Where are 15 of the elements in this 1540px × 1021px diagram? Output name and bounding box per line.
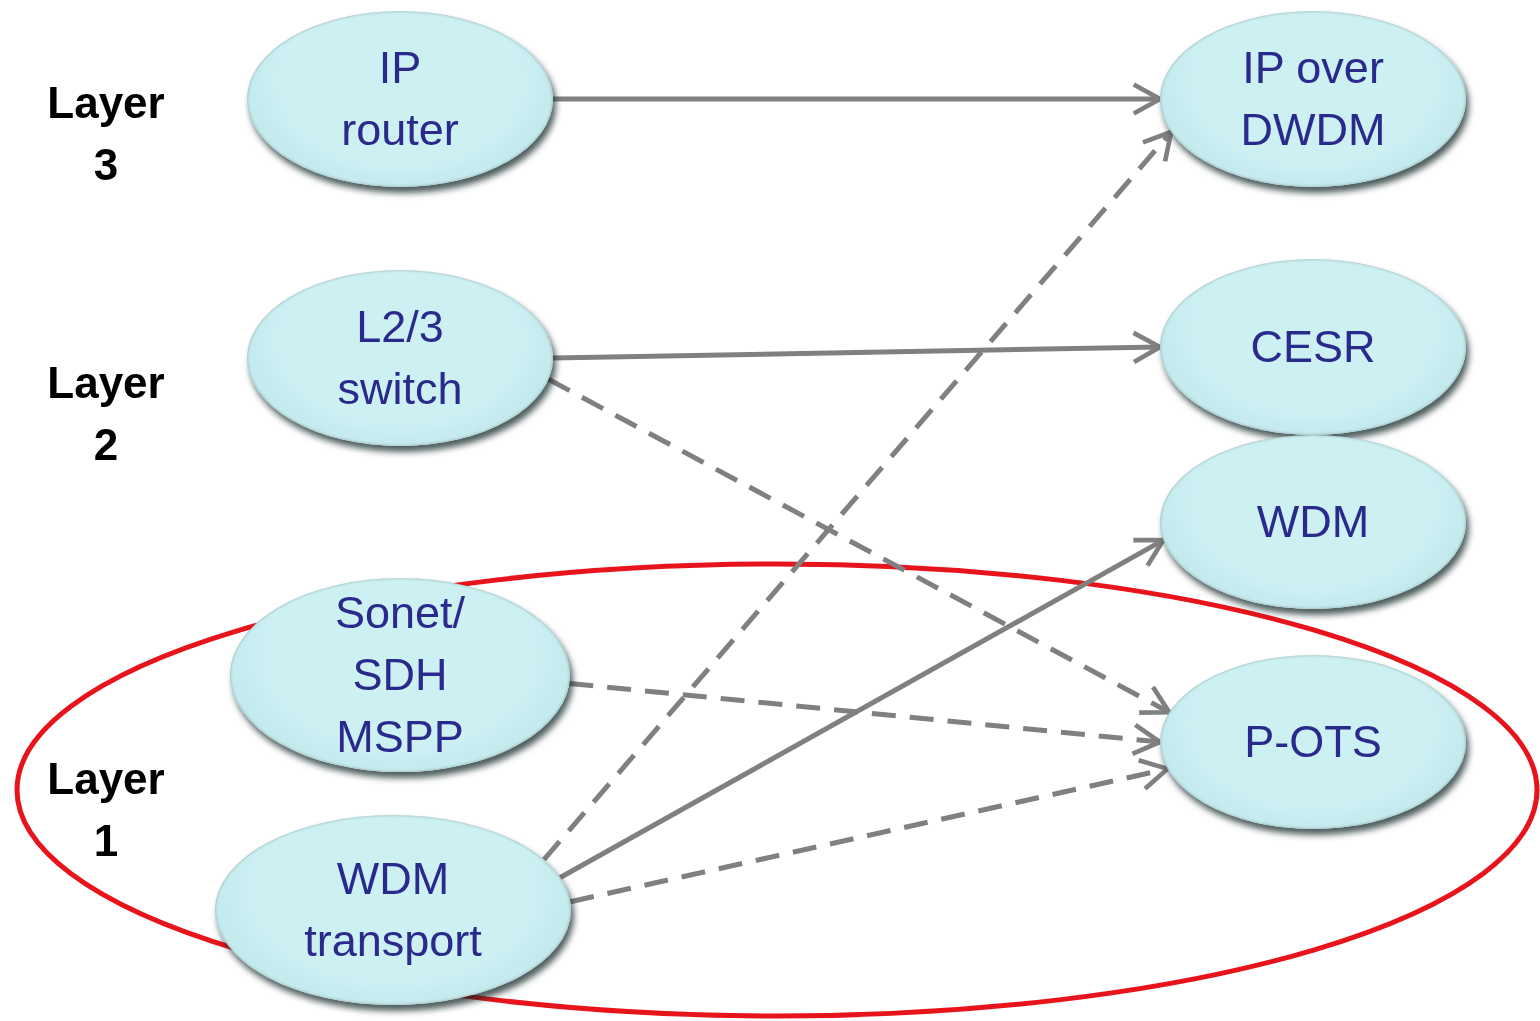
node-label: WDM transport <box>303 851 483 968</box>
arrow <box>559 537 1166 880</box>
layer-label: Layer 1 <box>46 753 166 867</box>
node-label: IP router <box>340 40 460 157</box>
node-label: P-OTS <box>1243 714 1383 769</box>
node-label: WDM <box>1255 494 1371 549</box>
dashed-arrow <box>547 377 1172 715</box>
node-label: Sonet/ SDH MSPP <box>333 585 467 765</box>
node-label: L2/3 switch <box>336 299 464 416</box>
node-label: CESR <box>1249 319 1377 374</box>
dashed-arrow <box>542 129 1174 862</box>
node-label: IP over DWDM <box>1239 40 1387 157</box>
dashed-arrow <box>569 758 1170 905</box>
layer-label: Layer 3 <box>46 77 166 191</box>
layer-label: Layer 2 <box>46 357 166 471</box>
